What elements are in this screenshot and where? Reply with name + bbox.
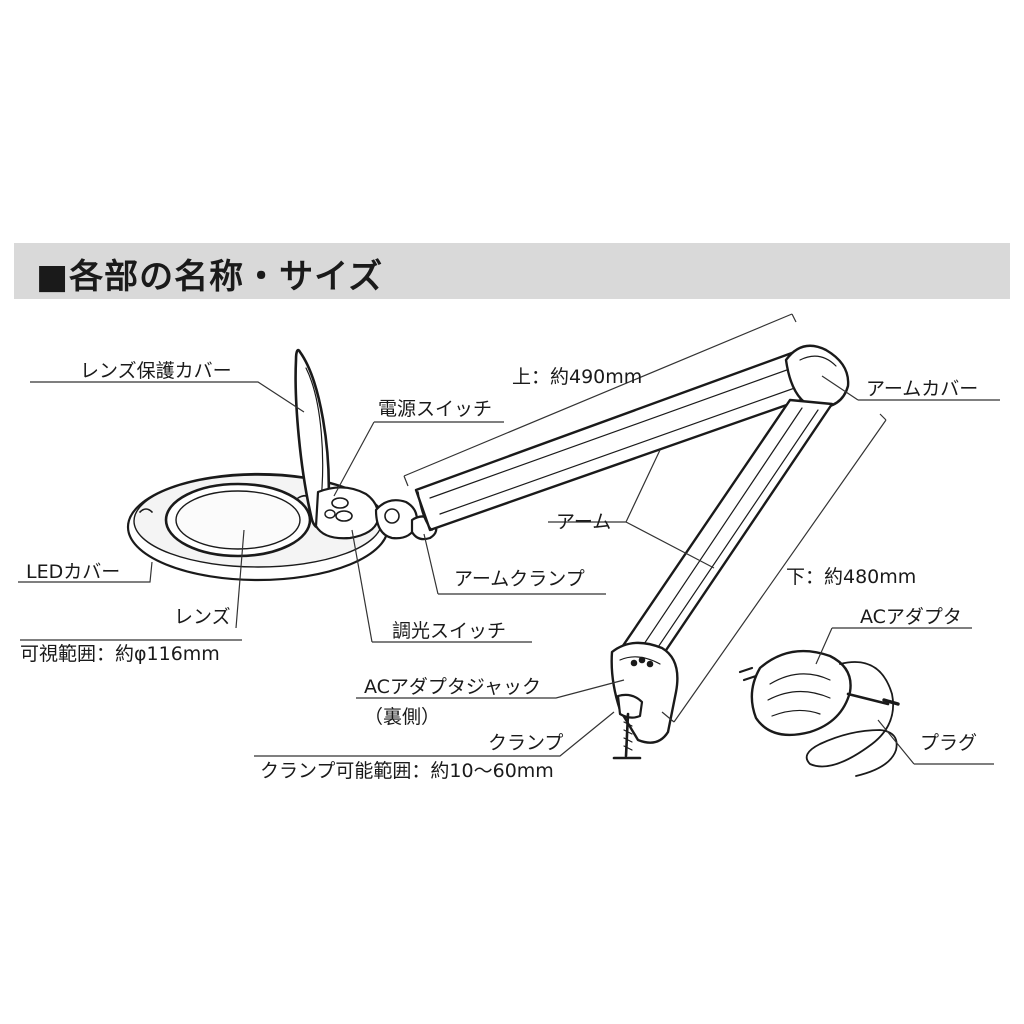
label-lens: レンズ <box>174 606 231 628</box>
label-arm-cover: アームカバー <box>866 378 979 400</box>
label-arm: アーム <box>556 511 612 533</box>
label-lens-view-range: 可視範囲：約φ116mm <box>20 643 220 665</box>
dim-lower-arm <box>661 413 887 723</box>
neck-joint <box>374 499 438 541</box>
label-lens-protect-cover: レンズ保護カバー <box>80 360 232 382</box>
label-clamp-range: クランプ可能範囲：約10〜60mm <box>260 760 554 782</box>
switch-panel <box>314 486 380 540</box>
label-clamp: クランプ <box>488 732 564 754</box>
section-header-bar: ■各部の名称・サイズ <box>14 243 1010 299</box>
leader-lens <box>20 529 245 641</box>
dim-upper-arm <box>403 313 797 487</box>
leader-arm-cover <box>821 375 1000 401</box>
leader-dimmer <box>351 529 532 643</box>
leader-plug <box>877 719 994 765</box>
leader-ac-jack <box>356 679 625 699</box>
ac-adapter <box>738 649 900 777</box>
label-ac-jack-note: （裏側） <box>364 706 441 728</box>
label-power-switch: 電源スイッチ <box>378 398 493 420</box>
label-plug: プラグ <box>920 732 978 754</box>
label-ac-jack: ACアダプタジャック <box>364 676 541 698</box>
section-title: ■各部の名称・サイズ <box>36 257 384 297</box>
label-lower-size: 下：約480mm <box>786 566 917 588</box>
leader-ac-adapter <box>815 627 972 665</box>
label-upper-size: 上：約490mm <box>512 366 643 388</box>
clamp <box>612 693 644 760</box>
upper-arm <box>414 348 820 532</box>
leader-arm-clamp <box>423 533 606 595</box>
leader-led-cover <box>18 561 153 583</box>
label-ac-adapter: ACアダプタ <box>860 606 962 628</box>
label-led-cover: LEDカバー <box>26 561 121 583</box>
leader-arm <box>548 449 715 569</box>
label-arm-clamp: アームクランプ <box>454 568 585 590</box>
leader-clamp <box>254 711 615 757</box>
label-dimmer-switch: 調光スイッチ <box>392 620 507 642</box>
clamp-base <box>610 641 679 744</box>
leader-lens-cover <box>30 381 305 413</box>
leader-power-switch <box>333 421 504 497</box>
